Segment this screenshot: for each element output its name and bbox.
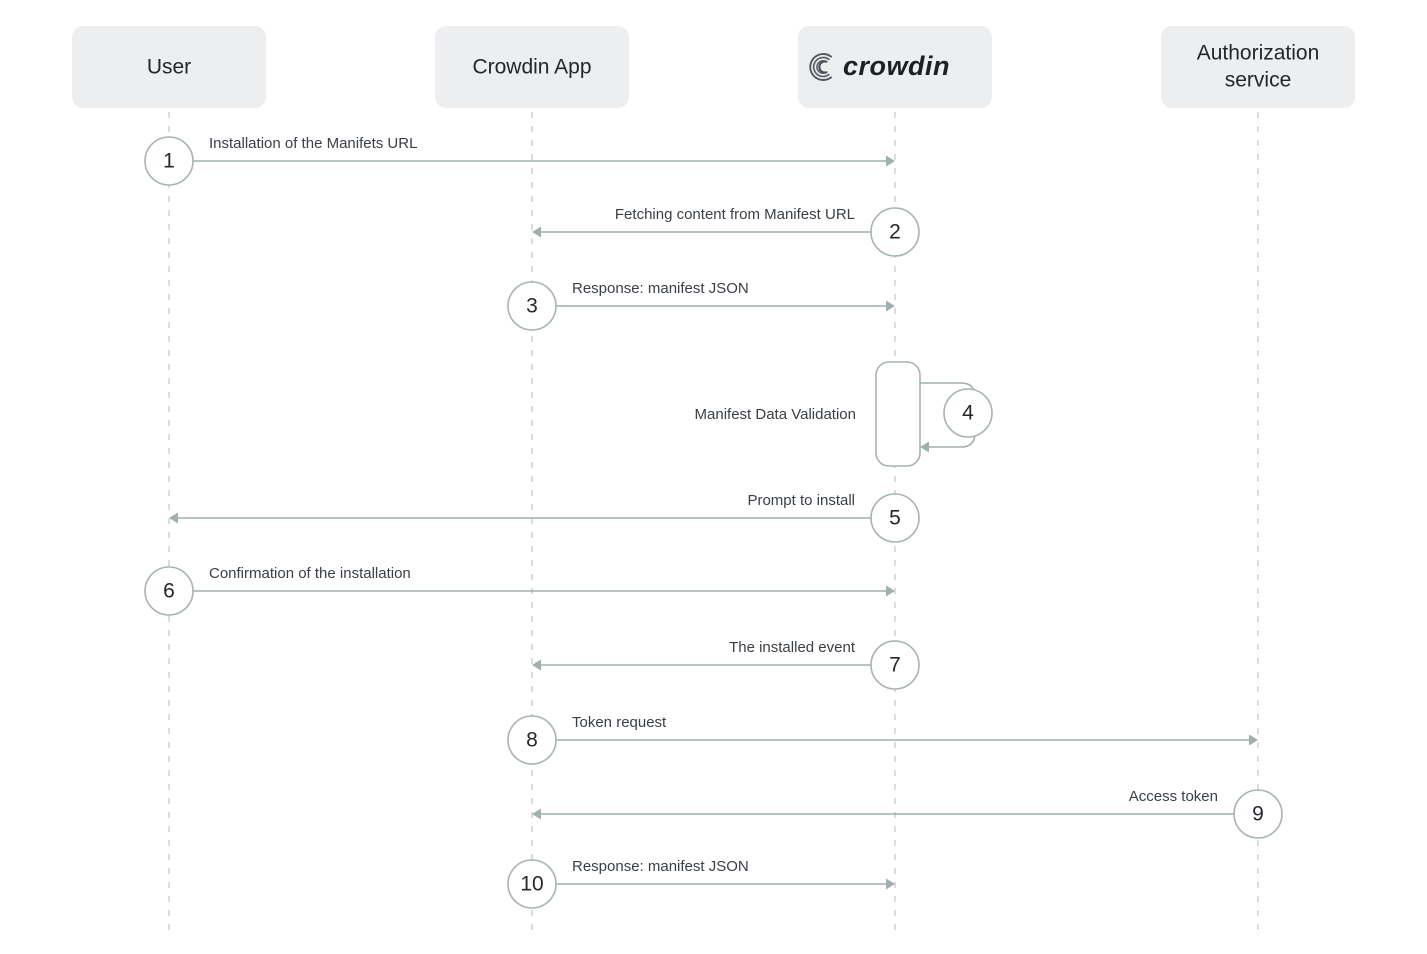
crowdin-logo-icon <box>809 53 833 81</box>
arrowhead <box>1249 734 1258 746</box>
message-label-9: Access token <box>1129 788 1218 805</box>
step-number-6: 6 <box>163 580 175 603</box>
step-circle-7 <box>870 640 920 690</box>
step-badge-9[interactable]: 9 <box>1233 789 1283 839</box>
messages-layer: 1 Installation of the Manifets URL 2 Fetchi… <box>144 135 1283 909</box>
actor-label-auth: Authorization <box>1197 42 1320 65</box>
message-step-2[interactable]: 2 Fetching content from Manifest URL <box>532 206 920 257</box>
step-number-1: 1 <box>163 150 175 173</box>
arrowhead <box>532 226 541 238</box>
step-circle-9 <box>1233 789 1283 839</box>
actor-box-user <box>72 26 266 108</box>
message-step-6[interactable]: 6 Confirmation of the installation <box>144 565 895 616</box>
step-circle-3 <box>507 281 557 331</box>
step-circle-5 <box>870 493 920 543</box>
step-circle-6 <box>144 566 194 616</box>
step-number-2: 2 <box>889 221 901 244</box>
step-number-5: 5 <box>889 507 901 530</box>
arrowhead <box>886 300 895 312</box>
arrowhead <box>886 155 895 167</box>
step-circle-2 <box>870 207 920 257</box>
step-badge-4[interactable]: 4 <box>943 388 993 438</box>
message-step-3[interactable]: 3 Response: manifest JSON <box>507 280 895 331</box>
message-label-4: Manifest Data Validation <box>695 406 856 423</box>
message-step-1[interactable]: 1 Installation of the Manifets URL <box>144 135 895 186</box>
message-step-10[interactable]: 10 Response: manifest JSON <box>507 858 895 909</box>
lifelines-layer <box>168 112 1259 932</box>
message-step-5[interactable]: 5 Prompt to install <box>169 492 920 543</box>
activation-box-crowdin <box>875 361 921 467</box>
actor-header-auth[interactable]: Authorization service <box>1161 26 1355 108</box>
step-badge-10[interactable]: 10 <box>507 859 557 909</box>
actor-header-app[interactable]: Crowdin App <box>435 26 629 108</box>
message-label-1: Installation of the Manifets URL <box>209 135 417 152</box>
step-circle-1 <box>144 136 194 186</box>
message-label-10: Response: manifest JSON <box>572 858 749 875</box>
step-badge-1[interactable]: 1 <box>144 136 194 186</box>
step-badge-2[interactable]: 2 <box>870 207 920 257</box>
step-circle-8 <box>507 715 557 765</box>
actor-box-app <box>435 26 629 108</box>
step-number-9: 9 <box>1252 803 1264 826</box>
message-step-4[interactable]: 4 Manifest Data Validation <box>695 361 993 467</box>
actor-label-app: Crowdin App <box>472 56 591 79</box>
message-label-6: Confirmation of the installation <box>209 565 411 582</box>
message-step-9[interactable]: 9 Access token <box>532 788 1283 839</box>
crowdin-wordmark: crowdin <box>843 51 950 81</box>
arrowhead <box>169 512 178 524</box>
actor-header-user[interactable]: User <box>72 26 266 108</box>
actor-box-auth <box>1161 26 1355 108</box>
step-number-10: 10 <box>520 873 543 896</box>
step-badge-3[interactable]: 3 <box>507 281 557 331</box>
actors-layer: User Crowdin App crowdin Authorization servi… <box>72 26 1355 108</box>
actor-header-crowdin[interactable]: crowdin <box>798 26 992 108</box>
step-badge-7[interactable]: 7 <box>870 640 920 690</box>
message-label-8: Token request <box>572 714 667 731</box>
arrowhead <box>886 878 895 890</box>
step-badge-5[interactable]: 5 <box>870 493 920 543</box>
message-step-7[interactable]: 7 The installed event <box>532 639 920 690</box>
message-label-5: Prompt to install <box>747 492 855 509</box>
actor-label-user: User <box>147 56 191 79</box>
actor-box-crowdin <box>798 26 992 108</box>
arrowhead <box>920 441 929 453</box>
arrowhead <box>532 808 541 820</box>
step-circle-4 <box>943 388 993 438</box>
step-circle-10 <box>507 859 557 909</box>
step-number-8: 8 <box>526 729 538 752</box>
step-badge-6[interactable]: 6 <box>144 566 194 616</box>
arrowhead <box>532 659 541 671</box>
step-number-7: 7 <box>889 654 901 677</box>
message-label-2: Fetching content from Manifest URL <box>615 206 855 223</box>
message-step-8[interactable]: 8 Token request <box>507 714 1258 765</box>
message-label-3: Response: manifest JSON <box>572 280 749 297</box>
step-number-4: 4 <box>962 402 974 425</box>
message-label-7: The installed event <box>729 639 856 656</box>
step-number-3: 3 <box>526 295 538 318</box>
step-badge-8[interactable]: 8 <box>507 715 557 765</box>
arrowhead <box>886 585 895 597</box>
actor-label-auth: service <box>1225 69 1292 92</box>
